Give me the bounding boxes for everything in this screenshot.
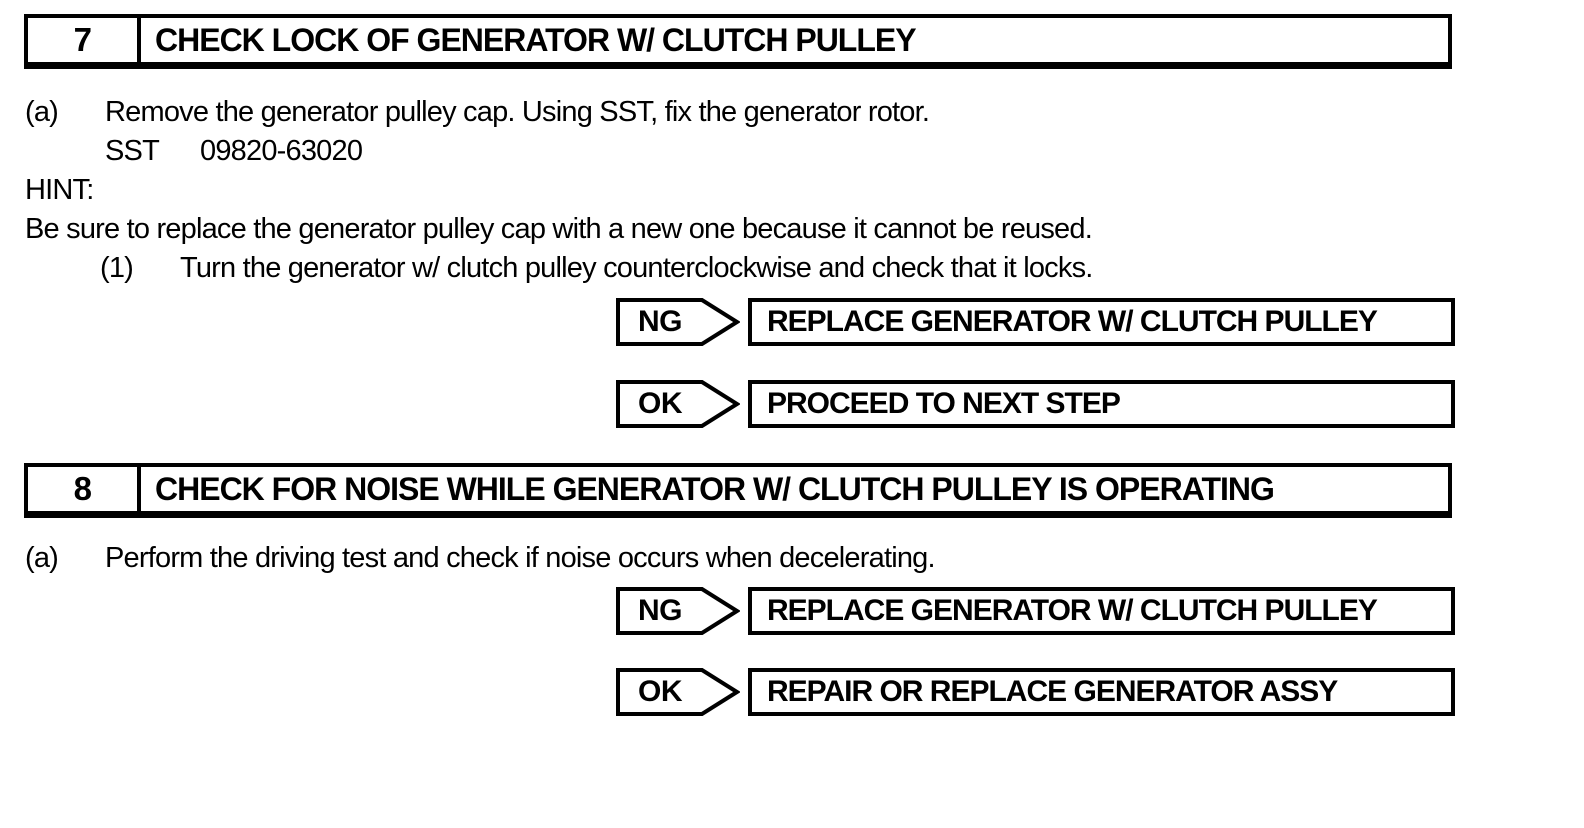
step-8-title: CHECK FOR NOISE WHILE GENERATOR W/ CLUTC… [155,470,1275,507]
step-7-ok-label: OK [638,387,683,420]
step-7-sst-label: SST [105,135,160,167]
step-8-item-label: (a) [25,542,59,574]
step-7-sub-item-text: Turn the generator w/ clutch pulley coun… [180,252,1093,284]
step-8-ng-arrow: NG [616,587,740,635]
step-8-item-text: Perform the driving test and check if no… [105,542,936,574]
step-7-ng-arrow: NG [616,298,740,346]
step-8-ng-action: REPLACE GENERATOR W/ CLUTCH PULLEY [748,587,1455,635]
step-7-item-text: Remove the generator pulley cap. Using S… [105,96,930,128]
step-7-ng-action: REPLACE GENERATOR W/ CLUTCH PULLEY [748,298,1455,346]
step-7-hint-text: Be sure to replace the generator pulley … [25,213,1093,245]
verdict-arrow-icon [616,298,740,346]
step-7-ok-action: PROCEED TO NEXT STEP [748,380,1455,428]
step-8-ok-action: REPAIR OR REPLACE GENERATOR ASSY [748,668,1455,716]
step-7-title: CHECK LOCK OF GENERATOR W/ CLUTCH PULLEY [155,21,917,58]
step-7-ng-label: NG [638,305,683,338]
step-7-sst-value: 09820-63020 [200,135,363,167]
step-8-ok-arrow: OK [616,668,740,716]
step-8-ok-label: OK [638,675,683,708]
verdict-arrow-icon [616,668,740,716]
step-7-number: 7 [28,18,141,62]
step-7-header: 7 CHECK LOCK OF GENERATOR W/ CLUTCH PULL… [24,14,1452,69]
step-7-hint-label: HINT: [25,174,94,206]
step-7-ok-arrow: OK [616,380,740,428]
step-8-ng-label: NG [638,594,683,627]
step-8-header: 8 CHECK FOR NOISE WHILE GENERATOR W/ CLU… [24,463,1452,518]
verdict-arrow-icon [616,380,740,428]
step-7-sub-item-label: (1) [100,252,134,284]
step-8-number: 8 [28,467,141,511]
step-7-item-label: (a) [25,96,59,128]
verdict-arrow-icon [616,587,740,635]
